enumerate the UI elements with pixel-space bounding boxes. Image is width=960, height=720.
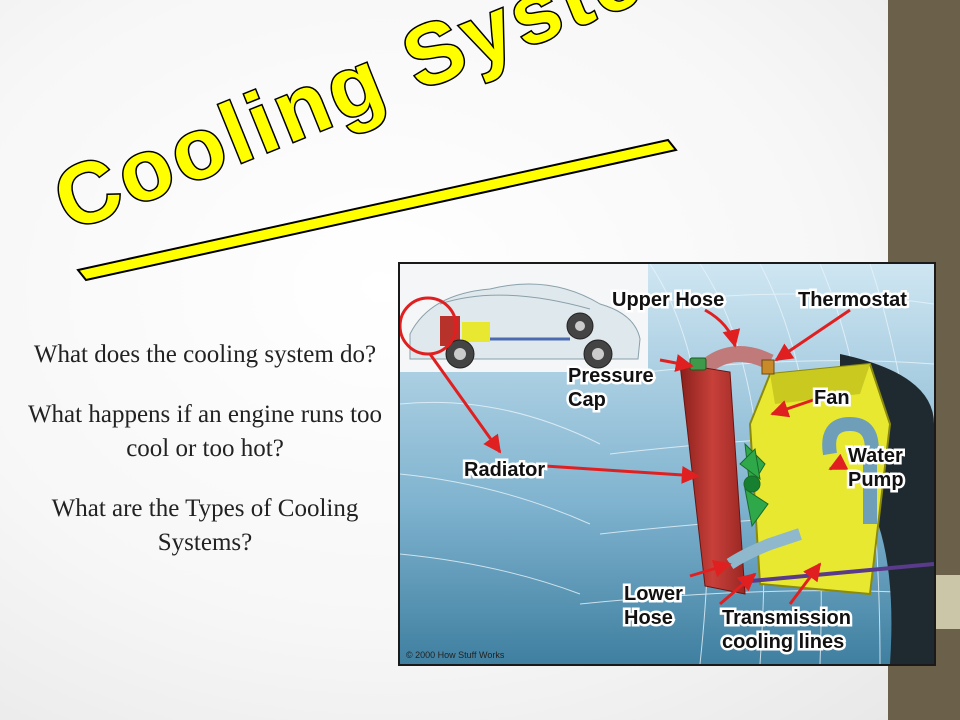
label-transmission-line2: cooling lines	[722, 631, 844, 653]
inset-highlight-circle	[400, 296, 458, 356]
label-thermostat: Thermostat	[798, 289, 907, 311]
label-pressure-cap-line2: Cap	[568, 389, 606, 411]
label-water-pump-line2: Pump	[848, 469, 904, 491]
transmission-lines	[739, 562, 934, 584]
question-1: What does the cooling system do?	[33, 341, 377, 368]
lower-hose	[726, 528, 802, 570]
car-inset	[400, 264, 648, 372]
radiator	[679, 363, 746, 595]
label-upper-hose: Upper Hose	[612, 289, 724, 311]
label-pressure-cap-line1: Pressure	[568, 365, 654, 387]
label-transmission-line1: Transmission	[722, 607, 851, 629]
label-lower-hose-line2: Hose	[624, 607, 673, 629]
title-underline	[76, 138, 678, 282]
title-wordart: Cooling Systems	[40, 0, 700, 282]
label-radiator: Radiator	[464, 459, 545, 481]
label-fan: Fan	[814, 387, 850, 409]
leader-arrows	[428, 308, 851, 606]
question-list: What does the cooling system do? What ha…	[20, 338, 390, 586]
sidebar-notch	[936, 575, 960, 629]
thermostat	[761, 359, 775, 375]
cooling-system-diagram: Upper Hose Thermostat Pressure Cap Fan W…	[398, 262, 936, 666]
question-3: What are the Types of Cooling Systems?	[51, 495, 359, 556]
engine-shadow	[770, 364, 870, 404]
water-pump-hose	[822, 416, 879, 524]
copyright-notice: © 2000 How Stuff Works	[406, 650, 505, 660]
label-lower-hose-line1: Lower	[624, 583, 683, 605]
question-2: What happens if an engine runs too cool …	[27, 401, 383, 462]
fan	[739, 442, 769, 528]
label-water-pump-line1: Water	[848, 445, 903, 467]
pressure-cap	[689, 357, 707, 371]
